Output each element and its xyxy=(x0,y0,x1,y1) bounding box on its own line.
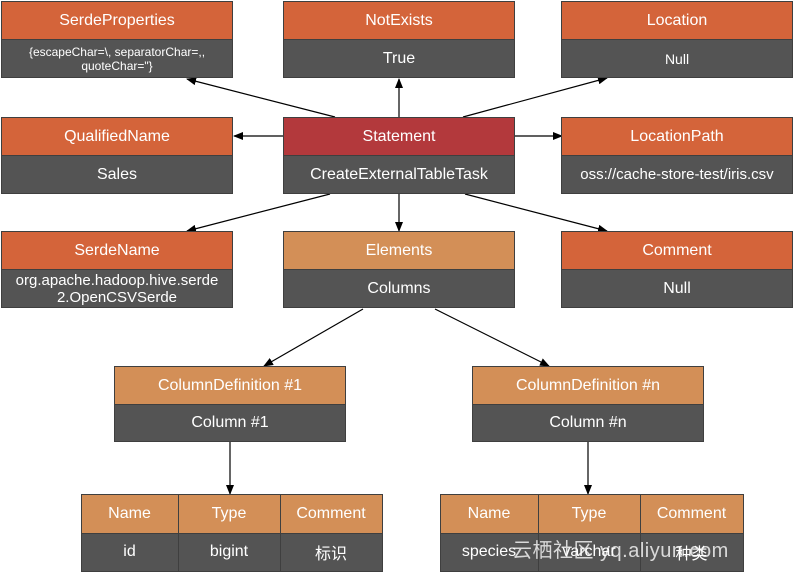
column-1-header-comment: Comment xyxy=(279,493,383,534)
arrow-to-serde-properties xyxy=(186,77,336,118)
arrow-to-location xyxy=(462,76,608,118)
arrow-to-column-def-1 xyxy=(263,308,364,367)
arrow-to-comment xyxy=(464,193,608,233)
column-n-header-comment: Comment xyxy=(639,493,744,534)
comment-title: Comment xyxy=(562,232,792,270)
statement-value: CreateExternalTableTask xyxy=(284,156,514,193)
serde-properties-title: SerdeProperties xyxy=(2,2,232,40)
column-def-n-value: Column #n xyxy=(473,405,703,441)
node-location: Location Null xyxy=(561,1,793,78)
node-serde-name: SerdeName org.apache.hadoop.hive.serde 2… xyxy=(1,231,233,308)
column-1-value-type: bigint xyxy=(177,532,281,572)
serde-properties-value-line1: {escapeChar=\, separatorChar=,, xyxy=(28,44,206,59)
column-n-value-comment: 种类 xyxy=(639,532,744,572)
not-exists-title: NotExists xyxy=(284,2,514,40)
column-n-header-name: Name xyxy=(439,493,539,534)
qualified-name-value: Sales xyxy=(2,156,232,193)
location-title: Location xyxy=(562,2,792,40)
serde-name-value-line1: org.apache.hadoop.hive.serde xyxy=(15,271,219,289)
node-statement: Statement CreateExternalTableTask xyxy=(283,117,515,194)
elements-title: Elements xyxy=(284,232,514,270)
location-path-value: oss://cache-store-test/iris.csv xyxy=(562,156,792,193)
column-def-1-title: ColumnDefinition #1 xyxy=(115,367,345,405)
arrow-to-serde-name xyxy=(186,193,331,233)
node-location-path: LocationPath oss://cache-store-test/iris… xyxy=(561,117,793,194)
serde-properties-value-line2: quoteChar="} xyxy=(81,58,153,73)
arrow-to-column-def-n xyxy=(434,308,550,367)
column-1-header-type: Type xyxy=(177,493,281,534)
elements-value: Columns xyxy=(284,270,514,307)
statement-title: Statement xyxy=(284,118,514,156)
column-def-n-title: ColumnDefinition #n xyxy=(473,367,703,405)
column-n-value-type: varchar xyxy=(537,532,641,572)
location-path-title: LocationPath xyxy=(562,118,792,156)
column-1-value-name: id xyxy=(80,532,179,572)
column-1-table: Name Type Comment id bigint 标识 xyxy=(80,493,383,572)
node-serde-properties: SerdeProperties {escapeChar=\, separator… xyxy=(1,1,233,78)
column-n-table: Name Type Comment species varchar 种类 xyxy=(439,493,744,572)
qualified-name-title: QualifiedName xyxy=(2,118,232,156)
column-n-header-type: Type xyxy=(537,493,641,534)
node-qualified-name: QualifiedName Sales xyxy=(1,117,233,194)
serde-properties-value: {escapeChar=\, separatorChar=,, quoteCha… xyxy=(2,40,232,77)
comment-value: Null xyxy=(562,270,792,307)
node-column-def-n: ColumnDefinition #n Column #n xyxy=(472,366,704,442)
column-n-value-name: species xyxy=(439,532,539,572)
node-column-def-1: ColumnDefinition #1 Column #1 xyxy=(114,366,346,442)
node-not-exists: NotExists True xyxy=(283,1,515,78)
column-1-header-name: Name xyxy=(80,493,179,534)
location-value: Null xyxy=(562,40,792,77)
node-elements: Elements Columns xyxy=(283,231,515,308)
node-comment: Comment Null xyxy=(561,231,793,308)
serde-name-value-line2: 2.OpenCSVSerde xyxy=(56,288,178,306)
serde-name-value: org.apache.hadoop.hive.serde 2.OpenCSVSe… xyxy=(2,270,232,307)
column-1-value-comment: 标识 xyxy=(279,532,383,572)
watermark-text: 云栖社区 yq.aliyun.com xyxy=(512,540,729,562)
not-exists-value: True xyxy=(284,40,514,77)
serde-name-title: SerdeName xyxy=(2,232,232,270)
column-def-1-value: Column #1 xyxy=(115,405,345,441)
